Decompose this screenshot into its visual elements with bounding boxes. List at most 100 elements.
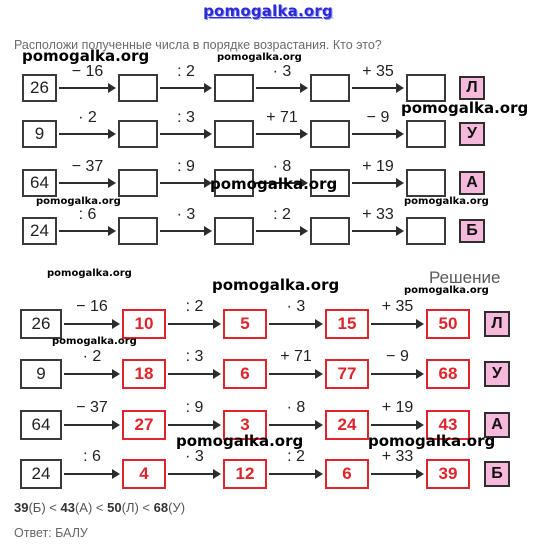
result-box: 24 <box>325 410 369 440</box>
arrow-icon <box>371 319 424 329</box>
watermark: pomogalka.org <box>176 432 304 450</box>
operation-label: + 33 <box>362 206 394 223</box>
arrow-icon <box>256 83 308 93</box>
arrow-icon <box>160 226 212 236</box>
result-box: 27 <box>122 410 166 440</box>
watermark: pomogalka.org <box>404 285 489 296</box>
result-box: 68 <box>426 359 470 389</box>
watermark: pomogalka.org <box>210 175 338 193</box>
order-line: 39(Б) < 43(А) < 50(Л) < 68(У) <box>14 500 185 515</box>
arrow-icon <box>64 420 120 430</box>
operation-label: · 2 <box>78 109 97 126</box>
order-num-1: 39 <box>14 500 29 515</box>
operation-label: : 2 <box>273 206 291 223</box>
operation-label: : 6 <box>78 206 97 223</box>
order-letter-4: (У) <box>168 500 186 515</box>
watermark: pomogalka.org <box>368 432 496 450</box>
letter-box: Б <box>484 461 510 487</box>
watermark: pomogalka.org <box>52 336 137 347</box>
start-number-box: 64 <box>22 169 57 197</box>
arrow-icon <box>352 129 404 139</box>
operation-label: : 2 <box>177 63 195 80</box>
operation-label: : 9 <box>177 158 195 175</box>
watermark: pomogalka.org <box>36 196 121 207</box>
operation-label: · 8 <box>286 399 306 416</box>
order-letter-1: (Б) <box>28 500 46 515</box>
operation-label: + 35 <box>362 63 394 80</box>
start-number-box: 26 <box>20 309 62 339</box>
letter-box: А <box>459 171 485 195</box>
order-num-2: 43 <box>60 500 75 515</box>
empty-result-box <box>118 169 158 197</box>
arrow-icon <box>269 369 323 379</box>
result-box: 50 <box>426 309 470 339</box>
operation-label: + 33 <box>381 448 414 465</box>
arrow-icon <box>168 319 221 329</box>
operation-label: + 71 <box>266 109 298 126</box>
arrow-icon <box>256 129 308 139</box>
start-number-box: 9 <box>20 359 62 389</box>
operation-label: · 3 <box>185 448 204 465</box>
result-box: 39 <box>426 459 470 489</box>
operation-label: + 19 <box>381 399 414 416</box>
arrow-icon <box>160 129 212 139</box>
result-box: 10 <box>122 309 166 339</box>
empty-result-box <box>118 74 158 102</box>
result-box: 77 <box>325 359 369 389</box>
watermark: pomogalka.org <box>47 268 132 279</box>
solution-title: Решение <box>429 268 501 287</box>
operation-label: − 9 <box>386 348 409 365</box>
operation-label: · 3 <box>286 298 306 315</box>
result-box: 6 <box>223 359 267 389</box>
result-box: 5 <box>223 309 267 339</box>
result-box: 43 <box>426 410 470 440</box>
arrow-icon <box>160 83 212 93</box>
letter-box: А <box>484 412 510 438</box>
empty-result-box <box>214 217 254 245</box>
result-box: 12 <box>223 459 267 489</box>
start-number-box: 64 <box>20 410 62 440</box>
arrow-icon <box>59 226 116 236</box>
site-logo: pomogalka.org <box>203 2 333 20</box>
order-letter-2: (А) <box>74 500 93 515</box>
operation-label: · 2 <box>82 348 102 365</box>
operation-label: : 2 <box>185 298 204 315</box>
empty-result-box <box>406 217 446 245</box>
empty-result-box <box>310 74 350 102</box>
operation-label: : 6 <box>83 448 101 465</box>
operation-label: − 37 <box>71 158 104 175</box>
empty-result-box <box>406 169 446 197</box>
empty-result-box <box>118 120 158 148</box>
arrow-icon <box>256 178 308 188</box>
operation-label: + 35 <box>381 298 414 315</box>
operation-label: : 2 <box>287 448 305 465</box>
arrow-icon <box>352 83 404 93</box>
arrow-icon <box>64 369 120 379</box>
order-sep: < <box>45 500 61 515</box>
arrow-icon <box>371 369 424 379</box>
order-sep: < <box>92 500 108 515</box>
letter-box: У <box>459 122 485 146</box>
arrow-icon <box>168 369 221 379</box>
letter-box: Л <box>484 311 510 337</box>
arrow-icon <box>352 178 404 188</box>
empty-result-box <box>118 217 158 245</box>
operation-label: + 19 <box>362 158 394 175</box>
letter-box: Л <box>459 76 485 100</box>
watermark: pomogalka.org <box>212 276 340 294</box>
letter-box: Б <box>459 219 485 243</box>
watermark: pomogalka.org <box>404 196 489 207</box>
arrow-icon <box>168 469 221 479</box>
operation-label: + 71 <box>280 348 312 365</box>
operation-label: : 9 <box>185 399 204 416</box>
letter-box: У <box>484 361 510 387</box>
arrow-icon <box>64 469 120 479</box>
start-number-box: 9 <box>22 120 57 148</box>
empty-result-box <box>310 169 350 197</box>
arrow-icon <box>256 226 308 236</box>
start-number-box: 24 <box>22 217 57 245</box>
result-box: 15 <box>325 309 369 339</box>
answer-text: Ответ: БАЛУ <box>14 526 88 540</box>
arrow-icon <box>59 83 116 93</box>
operation-label: : 3 <box>177 109 195 126</box>
